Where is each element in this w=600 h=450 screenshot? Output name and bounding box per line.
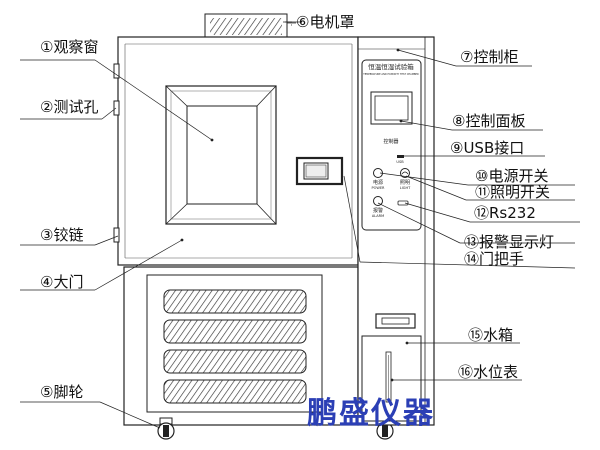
label-caster: ⑤脚轮 (40, 383, 83, 401)
viewing-window (165, 85, 277, 225)
cabinet-handle (375, 313, 416, 329)
label-rs232: ⑫Rs232 (474, 204, 536, 222)
label-power-switch: ⑩电源开关 (475, 167, 548, 185)
controller-label: 控制器 (383, 138, 398, 145)
label-water-tank: ⑮水箱 (468, 326, 513, 344)
light-switch: 照明 LIGHT (400, 168, 411, 190)
svg-text:报警: 报警 (373, 207, 383, 214)
brand-name: 鹏盛仪器 (307, 396, 435, 431)
label-hinge: ③铰链 (40, 226, 83, 244)
hinge-upper (113, 63, 120, 79)
leader-lines (20, 21, 580, 429)
alarm-lamp: 报警 ALARM (372, 196, 384, 218)
hinge-lower (113, 227, 120, 243)
svg-text:POWER: POWER (372, 186, 386, 190)
svg-text:USB: USB (396, 160, 404, 164)
label-door-handle: ⑭门把手 (464, 250, 524, 268)
svg-text:电源: 电源 (373, 179, 383, 186)
label-control-cabinet: ⑦控制柜 (460, 48, 518, 66)
leader-dots (180, 48, 409, 382)
label-test-hole: ②测试孔 (40, 98, 98, 116)
svg-text:照明: 照明 (400, 180, 410, 186)
label-motor-cover: ⑥电机罩 (296, 13, 354, 31)
label-door: ④大门 (40, 273, 83, 291)
label-viewing-window: ①观察窗 (40, 38, 98, 56)
label-water-gauge: ⑯水位表 (458, 363, 518, 381)
svg-text:LIGHT: LIGHT (400, 186, 411, 190)
motor-cover (204, 13, 288, 40)
callout-labels: ⑥电机罩 ①观察窗 ⑦控制柜 ②测试孔 ⑧控制面板 ⑨USB接口 ⑩电源开关 ⑪… (40, 13, 554, 401)
vent-louvres (163, 289, 307, 404)
label-light-switch: ⑪照明开关 (475, 183, 550, 201)
usb-port: USB (396, 155, 404, 164)
water-gauge (385, 351, 392, 403)
panel-header: 恒温恒湿试验箱 (368, 62, 414, 71)
control-panel: 恒温恒湿试验箱 TEMPERATURE AND HUMIDITY TEST CH… (361, 59, 422, 231)
svg-text:ALARM: ALARM (372, 214, 384, 218)
caster-left (157, 417, 175, 440)
label-usb-port: ⑨USB接口 (450, 139, 524, 157)
label-alarm-lamp: ⑬报警显示灯 (464, 233, 554, 251)
panel-subheader: TEMPERATURE AND HUMIDITY TEST CHAMBER (363, 73, 419, 76)
water-tank (361, 335, 422, 422)
test-hole (113, 100, 120, 116)
label-control-panel: ⑧控制面板 (452, 112, 525, 130)
rs232-port (397, 200, 409, 206)
door-handle (295, 156, 344, 186)
